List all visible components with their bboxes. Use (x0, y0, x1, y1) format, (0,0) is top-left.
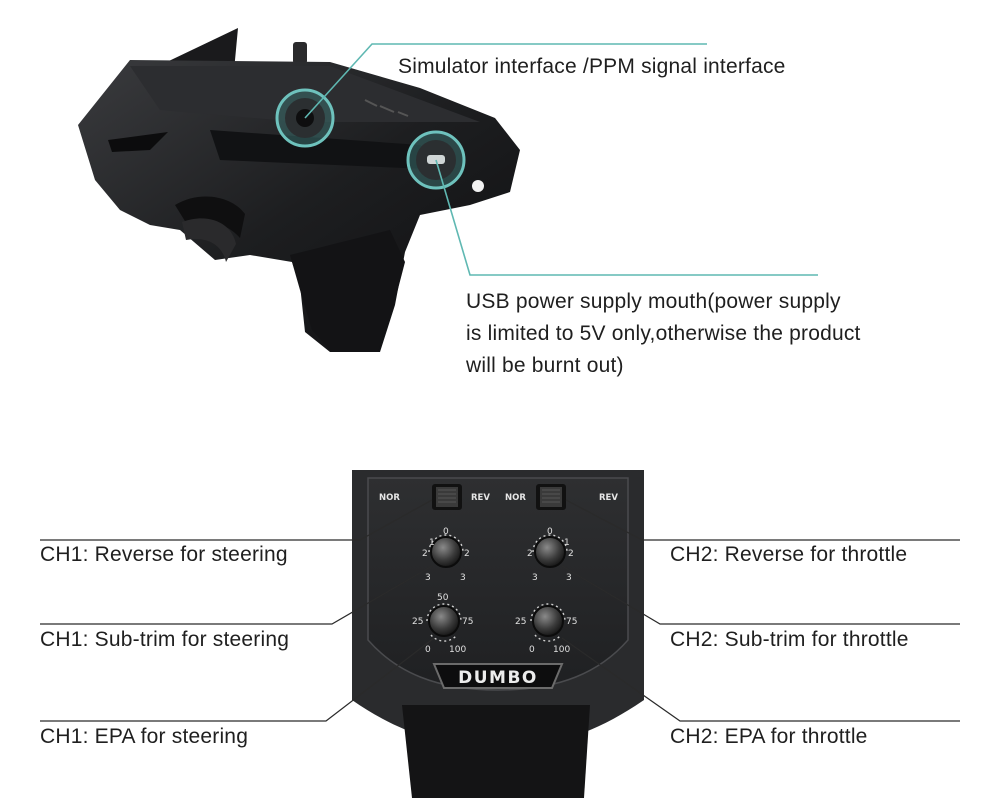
scale-label: 50 (437, 593, 449, 603)
brand-plate (432, 663, 564, 689)
ch2-reverse-label: CH2: Reverse for throttle (670, 543, 908, 566)
ch2-subtrim-knob (530, 603, 566, 642)
scale-label: 3 (532, 573, 538, 583)
ch1-epa-label: CH1: EPA for steering (40, 725, 249, 748)
simulator-interface-label: Simulator interface /PPM signal interfac… (398, 55, 786, 78)
ch2-subtrim-label: CH2: Sub-trim for throttle (670, 628, 909, 651)
top-callout-lines (304, 43, 818, 276)
scale-label: 0 (547, 527, 553, 537)
usb-label-line-3: will be burnt out) (466, 354, 624, 377)
scale-label: 2 (422, 549, 428, 559)
scale-label: 2 (527, 549, 533, 559)
usb-power-label: USB power supply mouth(power supply is l… (466, 286, 861, 382)
scale-label: 1 (429, 538, 435, 548)
scale-label: 75 (462, 617, 473, 627)
ch1-nor-label: NOR (379, 493, 400, 503)
ch1-subtrim-label: CH1: Sub-trim for steering (40, 628, 290, 651)
ch1-reverse-switch (432, 484, 462, 510)
usb-label-line-2: is limited to 5V only,otherwise the prod… (466, 322, 861, 345)
scale-label: 25 (412, 617, 423, 627)
scale-label: 3 (425, 573, 431, 583)
scale-label: 0 (425, 645, 431, 655)
transmitter-top-body (78, 28, 520, 352)
brand-logo-text: DUMBO (458, 668, 538, 688)
scale-label: 0 (529, 645, 535, 655)
ch2-reverse-knob (532, 534, 568, 568)
scale-label: 3 (566, 573, 572, 583)
ch2-reverse-switch (536, 484, 566, 510)
ch2-rev-label: REV (599, 493, 618, 503)
scale-label: 2 (464, 549, 470, 559)
scale-label: 75 (566, 617, 577, 627)
scale-label: 100 (449, 645, 466, 655)
scale-label: 1 (564, 538, 570, 548)
ch2-nor-label: NOR (505, 493, 526, 503)
usb-label-line-1: USB power supply mouth(power supply (466, 290, 841, 313)
scale-label: 100 (553, 645, 570, 655)
bottom-callout-lines (40, 499, 960, 722)
ch1-reverse-knob (428, 534, 464, 568)
scale-label: 0 (443, 527, 449, 537)
ch2-epa-label: CH2: EPA for throttle (670, 725, 868, 748)
ch1-subtrim-knob (426, 603, 462, 642)
scale-label: 25 (515, 617, 526, 627)
control-panel: NOR REV NOR REV 0 1 2 2 3 3 0 1 2 2 3 3 (352, 470, 644, 798)
ch1-reverse-label: CH1: Reverse for steering (40, 543, 288, 566)
scale-label: 2 (568, 549, 574, 559)
ch1-rev-label: REV (471, 493, 490, 503)
scale-label: 3 (460, 573, 466, 583)
